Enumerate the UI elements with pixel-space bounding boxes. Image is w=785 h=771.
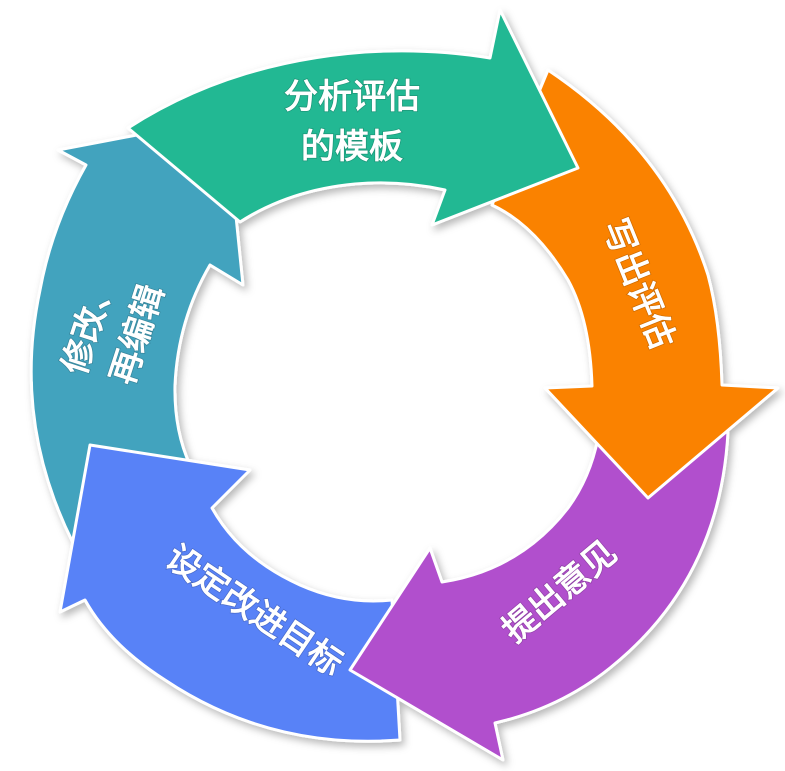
arrow-segment-1	[126, 8, 580, 227]
arrow-segment-4	[58, 443, 402, 743]
segment-1-label-line-1: 分析评估	[284, 77, 420, 117]
arrow-segment-2	[490, 68, 780, 500]
arrow-segment-3	[348, 430, 730, 762]
cycle-arrows	[29, 8, 780, 762]
arrow-segment-5	[29, 116, 245, 562]
segment-1-label-line-2: 的模板	[301, 127, 403, 167]
